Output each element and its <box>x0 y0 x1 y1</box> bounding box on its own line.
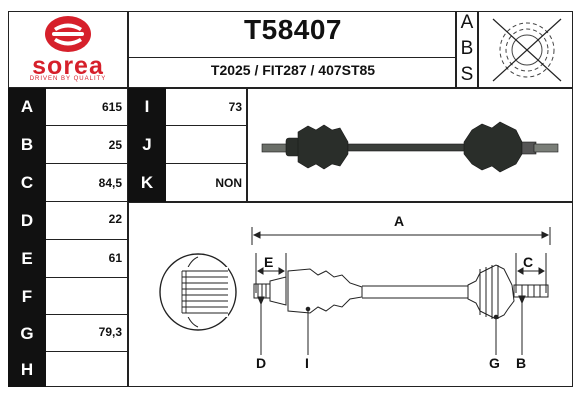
spec-value-a: 615 <box>101 100 122 114</box>
product-code: T58407 <box>244 14 342 45</box>
row-line <box>127 201 573 203</box>
spec-label-i: I <box>128 88 166 126</box>
spec-value-d: 22 <box>108 212 122 226</box>
row-line <box>127 125 247 126</box>
row-line <box>8 277 128 278</box>
row-line <box>8 163 128 164</box>
abs-letter-a: A <box>460 12 474 33</box>
abs-ring-crossed-icon <box>485 13 569 87</box>
row-line <box>127 163 247 164</box>
header-divider <box>8 87 573 89</box>
spec-label-f: F <box>8 278 46 316</box>
spec-label-b: B <box>8 126 46 164</box>
abs-divider-left <box>455 11 457 88</box>
abs-divider-right <box>477 11 479 88</box>
spec-label-h: H <box>8 352 46 387</box>
spec-label-a: A <box>8 88 46 126</box>
row-line <box>8 125 128 126</box>
spec-label-d: D <box>8 202 46 240</box>
spec-value-e: 61 <box>108 251 122 265</box>
spec-value-c: 84,5 <box>98 176 122 190</box>
spec-value-g: 79,3 <box>98 325 122 339</box>
dim-label-d: D <box>256 355 267 371</box>
row-line <box>8 314 128 315</box>
row-line <box>8 351 128 352</box>
spec-value-i: 73 <box>228 100 242 114</box>
brand-logo: sorea DRIVEN BY QUALITY <box>10 14 126 84</box>
dim-label-e: E <box>264 254 274 270</box>
spec-label-c: C <box>8 164 46 202</box>
dim-label-g: G <box>489 355 500 371</box>
dim-label-i: I <box>305 355 309 371</box>
abs-letter-s: S <box>460 64 474 85</box>
dim-label-a: A <box>394 213 405 229</box>
shaft-diagram: A E C D I G B <box>150 205 570 387</box>
brand-name: sorea <box>32 52 104 80</box>
dim-label-c: C <box>523 254 534 270</box>
spec-label-g: G <box>8 315 46 353</box>
drive-shaft-photo <box>250 92 570 197</box>
spec-label-j: J <box>128 126 166 164</box>
abs-letter-b: B <box>460 38 474 59</box>
spec-label-e: E <box>8 240 46 278</box>
logo-divider <box>127 11 129 387</box>
spec-label-k: K <box>128 164 166 202</box>
brand-tagline: DRIVEN BY QUALITY <box>29 76 107 82</box>
product-references: T2025 / FIT287 / 407ST85 <box>210 62 376 78</box>
col-line <box>246 87 248 202</box>
row-line <box>8 239 128 240</box>
sorea-logo-icon <box>45 16 91 52</box>
refs-divider <box>127 57 456 58</box>
dim-label-b: B <box>516 355 527 371</box>
spec-value-k: NON <box>215 176 242 190</box>
spec-value-b: 25 <box>108 138 122 152</box>
row-line <box>8 201 128 202</box>
